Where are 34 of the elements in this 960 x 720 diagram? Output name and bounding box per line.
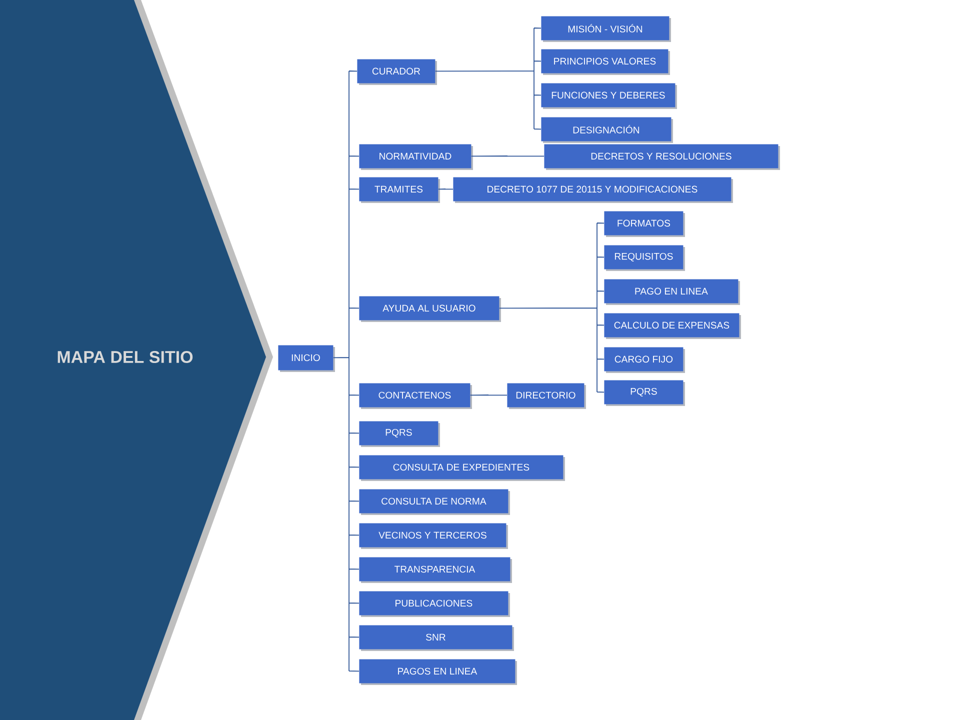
connector-line — [470, 156, 544, 157]
menu-box: CONTACTENOS — [359, 383, 472, 409]
menu-box: FUNCIONES Y DEBERES — [541, 83, 677, 109]
connector-line — [332, 70, 360, 672]
connector-line — [434, 28, 542, 130]
menu-box: PAGO EN LINEA — [604, 279, 740, 305]
menu-box: DESIGNACIÓN — [541, 117, 673, 143]
menu-box: CONSULTA DE NORMA — [359, 489, 510, 515]
connector-line — [438, 188, 454, 190]
menu-box: DECRETO 1077 DE 20115 Y MODIFICACIONES — [453, 177, 733, 203]
menu-box: DIRECTORIO — [507, 383, 586, 409]
menu-box: PQRS — [359, 421, 440, 447]
menu-box: PQRS — [604, 380, 685, 406]
connector-line — [498, 222, 604, 393]
menu-box: SNR — [359, 625, 514, 651]
menu-box: CONSULTA DE EXPEDIENTES — [359, 455, 565, 481]
menu-box: VECINOS Y TERCEROS — [359, 523, 508, 549]
menu-box: PRINCIPIOS VALORES — [541, 49, 670, 75]
menu-box: FORMATOS — [604, 211, 685, 237]
menu-box: PAGOS EN LINEA — [359, 659, 517, 685]
menu-box: DECRETOS Y RESOLUCIONES — [544, 144, 780, 170]
menu-box: PUBLICACIONES — [359, 591, 510, 617]
menu-box: TRAMITES — [359, 177, 440, 203]
connector-line — [470, 394, 508, 396]
menu-box: INICIO — [278, 345, 335, 372]
menu-box: MISIÓN - VISIÓN — [541, 16, 671, 42]
menu-box: AYUDA AL USUARIO — [359, 296, 501, 322]
menu-box: CURADOR — [357, 59, 437, 85]
menu-box: REQUISITOS — [604, 245, 685, 271]
menu-box: CALCULO DE EXPENSAS — [604, 313, 741, 339]
menu-box: NORMATIVIDAD — [359, 144, 473, 170]
menu-box: CARGO FIJO — [604, 347, 685, 373]
chevron-band: MAPA DEL SITIO — [0, 0, 273, 720]
menu-box: TRANSPARENCIA — [359, 557, 512, 583]
